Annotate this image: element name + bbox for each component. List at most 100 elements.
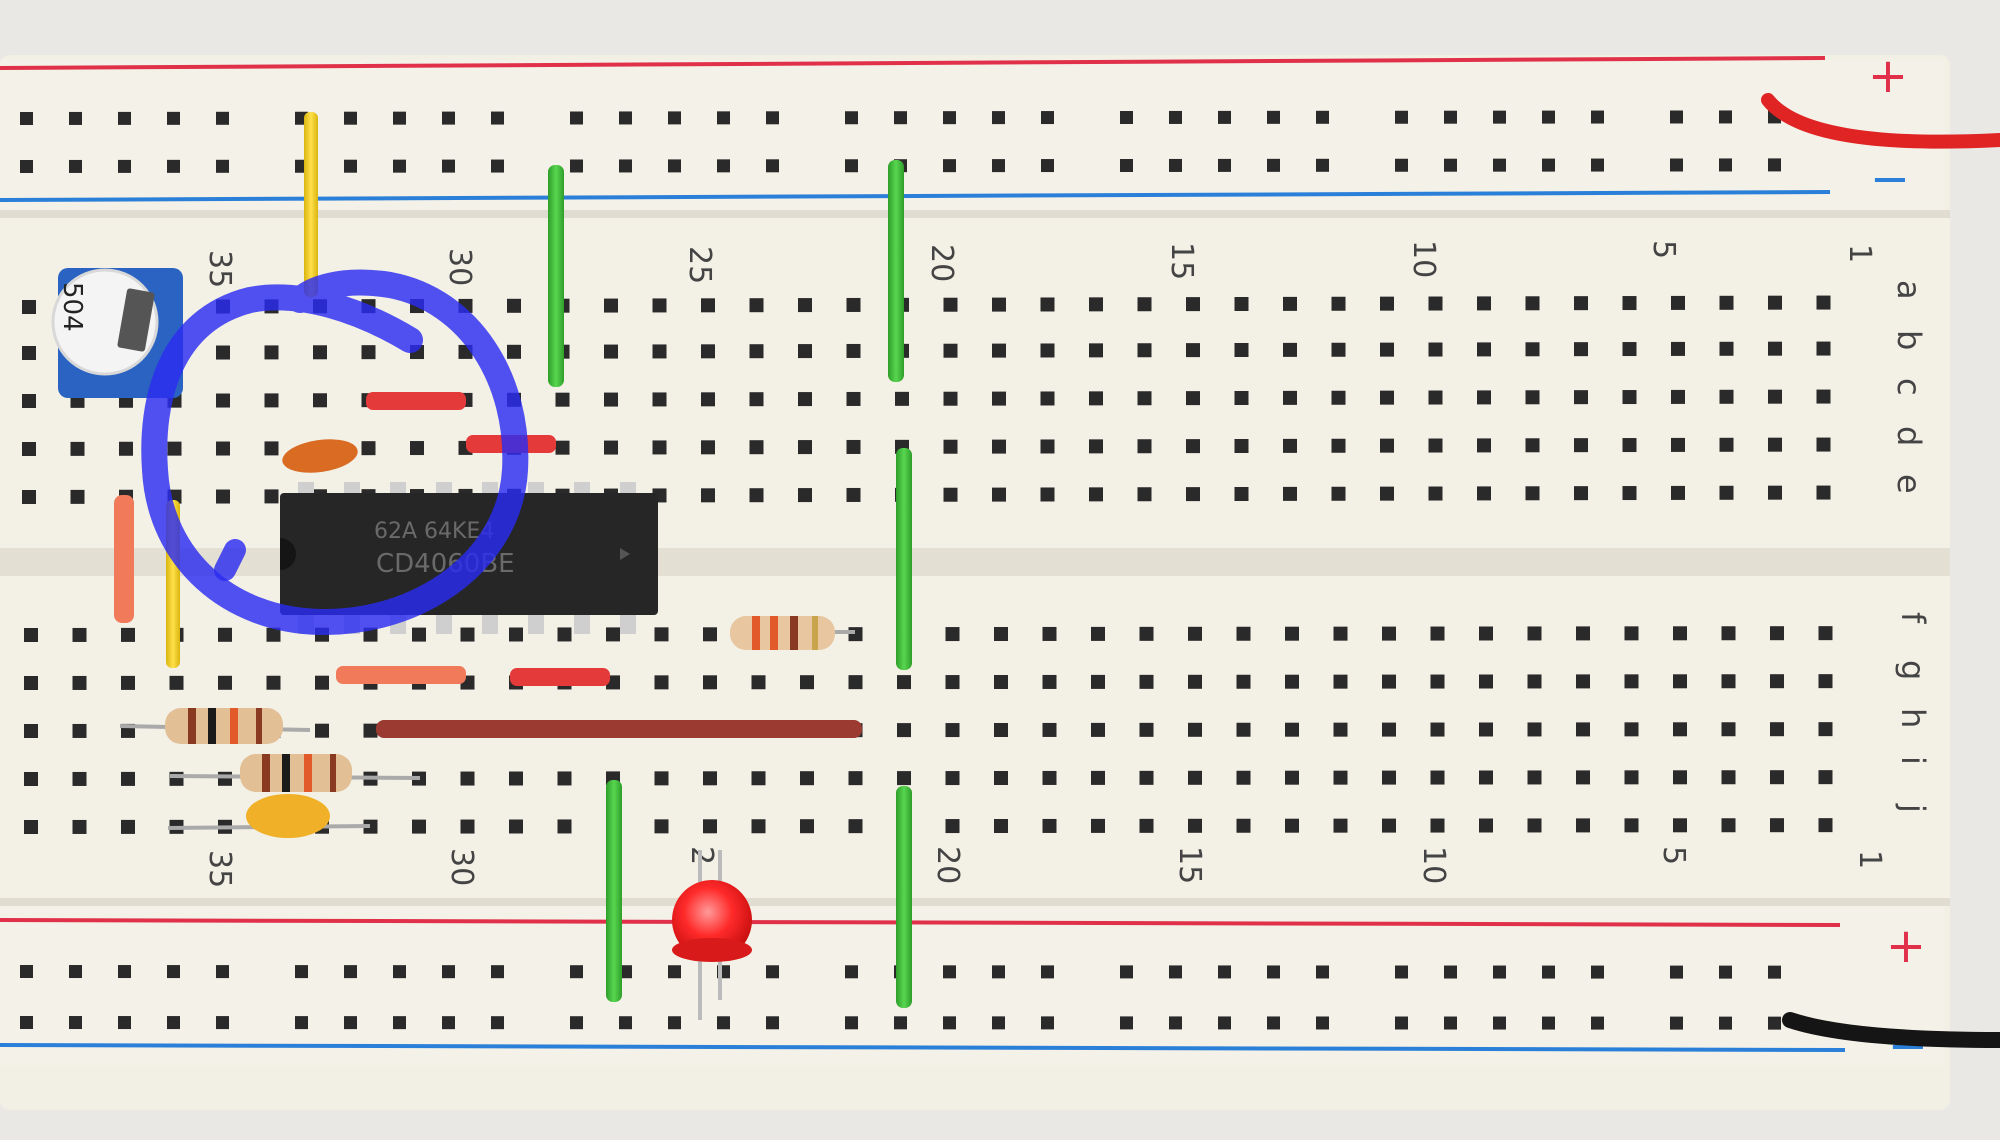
breadboard-hole [22,300,36,314]
breadboard-hole [412,819,426,834]
ic-pin [574,612,590,634]
breadboard-hole [1493,158,1506,172]
breadboard-hole [442,159,455,173]
breadboard-hole [1283,390,1297,405]
breadboard-hole [1816,437,1831,452]
breadboard-hole [654,819,669,834]
column-number-1-bottom: 1 [1852,850,1887,869]
breadboard-hole [216,111,229,125]
top-rail-plus-label: + [1868,48,1908,104]
breadboard-hole [798,392,812,407]
breadboard-hole [1042,674,1057,689]
bottom-rail-blue-line [0,1043,1846,1052]
breadboard-hole [1768,389,1782,404]
green-jumper-wire-2 [888,160,904,382]
breadboard-hole [1285,818,1299,833]
breadboard-hole [1574,296,1588,311]
breadboard-hole [1574,438,1588,453]
breadboard-hole [654,627,669,642]
breadboard-hole [491,111,504,125]
row-letter-e: e [1890,474,1928,494]
breadboard-hole [121,675,135,690]
breadboard-hole [264,489,279,504]
breadboard-hole [701,298,715,313]
breadboard-hole [216,489,230,504]
breadboard-hole [798,440,812,455]
breadboard-hole [22,490,36,504]
breadboard-hole [1041,111,1054,125]
resistor-1 [730,616,855,650]
breadboard-hole [1719,437,1734,452]
breadboard-hole [1091,626,1105,641]
breadboard-hole [619,1016,632,1030]
top-power-rail [0,60,1945,210]
breadboard-hole [491,1016,504,1030]
breadboard-hole [1139,818,1154,833]
ic-notch [280,538,296,570]
breadboard-hole [1622,296,1637,311]
breadboard-hole [1719,295,1734,310]
breadboard-hole [118,111,131,125]
breadboard-hole [1382,722,1396,737]
breadboard-hole [1089,343,1103,358]
breadboard-hole [1120,159,1133,172]
breadboard-hole [264,441,279,456]
breadboard-hole [668,1016,681,1030]
row-letter-j: j [1894,803,1932,813]
breadboard-hole [894,111,907,125]
ic-pin [620,612,636,634]
breadboard-hole [994,723,1008,737]
breadboard-hole [1719,1016,1732,1030]
breadboard-hole [167,111,180,125]
breadboard-hole [460,771,475,786]
breadboard-hole [749,488,764,503]
breadboard-hole [1316,965,1329,979]
breadboard-hole [24,772,38,786]
breadboard-hole [1477,390,1491,405]
breadboard-hole [1670,1016,1683,1030]
breadboard-hole [557,627,572,642]
breadboard-hole [703,771,717,786]
breadboard-hole [1139,770,1154,785]
breadboard-hole [118,1016,131,1030]
breadboard-hole [846,391,861,406]
resistor-2 [119,708,311,744]
breadboard-hole [1236,770,1251,785]
breadboard-hole [1576,818,1590,833]
breadboard-hole [703,627,717,642]
breadboard-hole [1477,296,1491,311]
breadboard-hole [897,723,911,738]
row-letter-f: f [1894,612,1932,624]
breadboard-hole [1267,965,1280,979]
breadboard-hole [1479,722,1493,737]
breadboard-hole [1479,626,1493,641]
breadboard-hole [1139,626,1154,641]
breadboard-hole [557,771,572,786]
breadboard-hole [1479,674,1493,689]
breadboard-hole [1622,390,1637,405]
ic-pin1-marker [620,548,630,560]
breadboard-hole [701,488,715,503]
breadboard-hole [848,675,863,690]
breadboard-hole [1089,487,1103,502]
orange-jumper-wire [336,666,466,684]
breadboard-hole [393,159,406,173]
breadboard-hole [22,442,36,456]
breadboard-hole [749,298,764,313]
breadboard-hole [1770,674,1784,689]
breadboard-hole [604,298,618,313]
breadboard-hole [1316,158,1329,172]
breadboard-hole [69,965,82,979]
breadboard-hole [1671,485,1685,500]
breadboard-hole [1041,1016,1054,1030]
breadboard-hole [845,965,858,979]
breadboard-hole [69,1016,82,1030]
breadboard-hole [1331,342,1346,357]
orange-jumper-wire-vertical [114,495,134,623]
breadboard-hole [992,965,1005,979]
breadboard-hole [1382,770,1396,785]
breadboard-hole [313,345,327,360]
row-letter-a: a [1890,280,1928,300]
breadboard-hole [894,1016,907,1030]
breadboard-hole [1719,389,1734,404]
